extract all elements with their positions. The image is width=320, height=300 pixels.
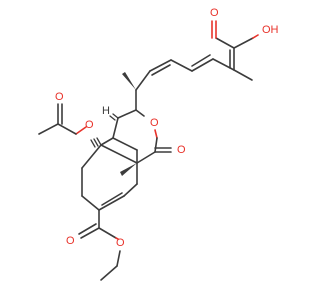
bridgehead-wedge-bond — [120, 163, 137, 176]
ester-carbonyl-oxygen-label: O — [66, 235, 75, 247]
methyl-wedge-bond — [122, 72, 136, 90]
bridgehead-hydrogen-label: H — [102, 105, 110, 117]
bicyclic-core — [81, 109, 172, 211]
ring-oxygen-label: O — [150, 117, 159, 129]
acetoxy-group — [38, 103, 102, 148]
lactone-carbonyl-oxygen-label: O — [177, 144, 186, 156]
carboxyl-hydroxyl-label: OH — [262, 24, 279, 36]
ethyl-ester-group — [78, 209, 121, 281]
carboxylic-acid-group — [211, 20, 259, 49]
carboxyl-oxygen-label: O — [210, 7, 219, 19]
quaternary-carbon-substituents — [122, 72, 145, 117]
bridgehead-hydrogen-bond — [109, 113, 119, 121]
ester-oxygen-label: O — [116, 237, 125, 249]
acetyl-carbonyl-oxygen-label: O — [55, 91, 64, 103]
molecule-structure-diagram: O OH O — [38, 7, 279, 281]
acetoxy-oxygen-label: O — [85, 119, 94, 131]
diene-chain — [135, 47, 253, 91]
